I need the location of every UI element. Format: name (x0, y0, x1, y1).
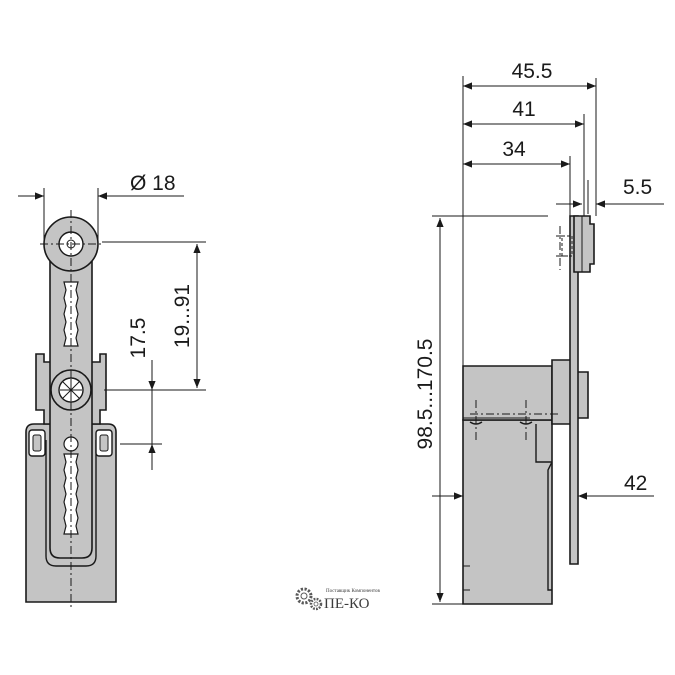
dim-width-mid: 41 (512, 98, 535, 121)
logo-tagline: Поставщик Компонентов (326, 589, 381, 594)
dim-width-total: 45.5 (512, 60, 553, 83)
dim-pivot-to-mount: 17.5 (127, 318, 150, 359)
side-view: 45.5 41 34 5.5 98.5...170.5 42 (414, 60, 664, 605)
front-view: Ø 18 19...91 17.5 (18, 172, 206, 610)
dim-lever-position: 42 (624, 472, 647, 495)
side-roller (573, 215, 595, 273)
dim-height-range: 98.5...170.5 (414, 339, 437, 450)
dim-roller-thickness: 5.5 (623, 176, 652, 199)
gear-icon-small (309, 597, 323, 611)
dim-roller-diameter: Ø 18 (130, 172, 176, 195)
dim-lever-range: 19...91 (171, 284, 194, 348)
company-logo: Поставщик Компонентов ПЕ-КО (295, 587, 381, 612)
logo-name: ПЕ-КО (324, 596, 370, 612)
side-switch-body (462, 419, 553, 605)
gear-icon (295, 587, 313, 605)
dim-width-body: 34 (502, 138, 526, 161)
